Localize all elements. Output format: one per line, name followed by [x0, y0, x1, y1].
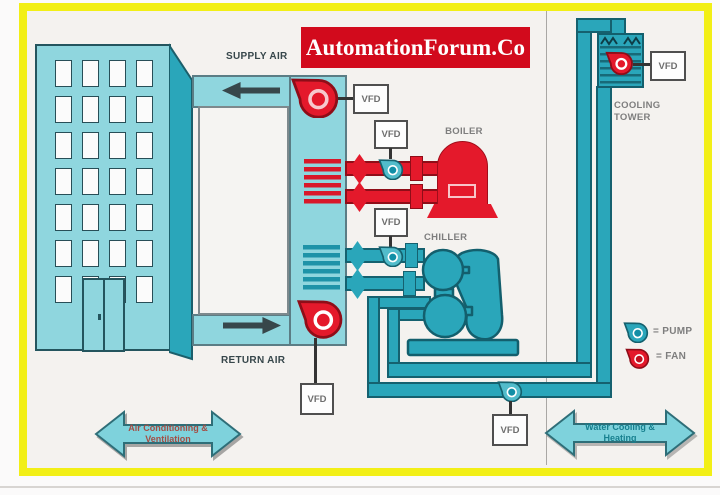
pipe-flange — [405, 243, 418, 268]
building-window — [136, 132, 153, 159]
chilled-water-valve — [347, 269, 368, 299]
chiller-pump-vfd-wire — [389, 236, 392, 247]
section-divider — [546, 11, 547, 465]
building-windows — [55, 60, 153, 303]
building-door — [82, 278, 125, 352]
building-window — [136, 240, 153, 267]
supply-fan-vfd-wire — [338, 97, 353, 100]
bottom-edge-line — [0, 486, 720, 488]
boiler-door — [448, 184, 476, 198]
building-window — [109, 96, 126, 123]
building-window — [82, 240, 99, 267]
pipe-flange — [403, 271, 416, 296]
chiller-label: CHILLER — [424, 232, 468, 243]
return-fan-vfd-wire — [314, 338, 317, 383]
vfd-box-chiller-pump: VFD — [374, 208, 408, 237]
tower-fan-vfd-wire — [633, 63, 650, 66]
cooling-tower-crenellation — [600, 36, 641, 46]
building-window — [55, 60, 72, 87]
building-window — [136, 276, 153, 303]
building-window — [82, 204, 99, 231]
vfd-box-boiler-pump: VFD — [374, 120, 408, 149]
bottom-run-lower — [367, 382, 612, 398]
building-window — [82, 96, 99, 123]
air-conditioning-arrow-label: Air Conditioning & Ventilation — [128, 423, 208, 444]
building-window — [55, 276, 72, 303]
door-handle — [98, 314, 101, 320]
cooling-coil — [303, 245, 340, 293]
building-window — [136, 204, 153, 231]
vfd-box-cooling-tower: VFD — [650, 51, 686, 81]
supply-air-label: SUPPLY AIR — [226, 51, 288, 62]
chiller-pump-icon — [378, 246, 404, 267]
air-conditioning-arrow — [94, 409, 242, 459]
boiler-pump-icon — [378, 159, 404, 180]
building-window — [109, 240, 126, 267]
building-window — [136, 168, 153, 195]
building-window — [82, 132, 99, 159]
pipe-flange — [410, 156, 423, 181]
cooling-tower-fan-icon — [605, 51, 633, 75]
hot-water-valve — [349, 154, 370, 184]
legend-pump-label: = PUMP — [653, 326, 693, 337]
chiller-unit — [406, 248, 520, 357]
boiler-body — [437, 141, 488, 207]
condenser-pump-icon — [497, 381, 523, 402]
building-window — [55, 96, 72, 123]
building-window — [55, 204, 72, 231]
building-window — [109, 204, 126, 231]
building-window — [55, 168, 72, 195]
building-window — [136, 96, 153, 123]
building-side — [169, 43, 193, 361]
pipe-flange — [410, 184, 423, 209]
return-fan-icon — [296, 300, 343, 339]
vfd-box-condenser-pump: VFD — [492, 414, 528, 446]
door-divider — [103, 280, 105, 350]
condenser-pump-vfd-wire — [509, 401, 512, 414]
building-window — [55, 132, 72, 159]
vfd-box-supply-fan: VFD — [353, 84, 389, 114]
boiler-base — [427, 204, 498, 218]
cooling-tower-label: COOLING TOWER — [614, 100, 661, 123]
water-cooling-arrow — [544, 408, 696, 458]
building-window — [136, 60, 153, 87]
building-window — [55, 240, 72, 267]
hot-water-valve — [349, 182, 370, 212]
vfd-box-return-fan: VFD — [300, 383, 334, 415]
duct-inner-opening — [198, 106, 289, 315]
bottom-run-upper — [387, 362, 592, 378]
boiler-label: BOILER — [445, 126, 483, 137]
building-window — [82, 60, 99, 87]
water-cooling-arrow-label: Water Cooling & Heating — [585, 422, 655, 443]
tower-supply-riser — [576, 18, 592, 378]
boiler-pump-vfd-wire — [389, 148, 392, 159]
heating-coil — [304, 159, 341, 205]
legend-pump-icon — [623, 322, 649, 343]
legend-fan-label: = FAN — [656, 351, 687, 362]
return-air-label: RETURN AIR — [221, 355, 286, 366]
building-window — [109, 168, 126, 195]
supply-fan-icon — [290, 78, 339, 118]
watermark-banner: AutomationForum.Co — [301, 27, 530, 68]
legend-fan-icon — [625, 348, 650, 369]
building-window — [109, 60, 126, 87]
tower-return-riser — [596, 86, 612, 397]
building-window — [109, 132, 126, 159]
chilled-water-valve — [347, 241, 368, 271]
building-window — [82, 168, 99, 195]
